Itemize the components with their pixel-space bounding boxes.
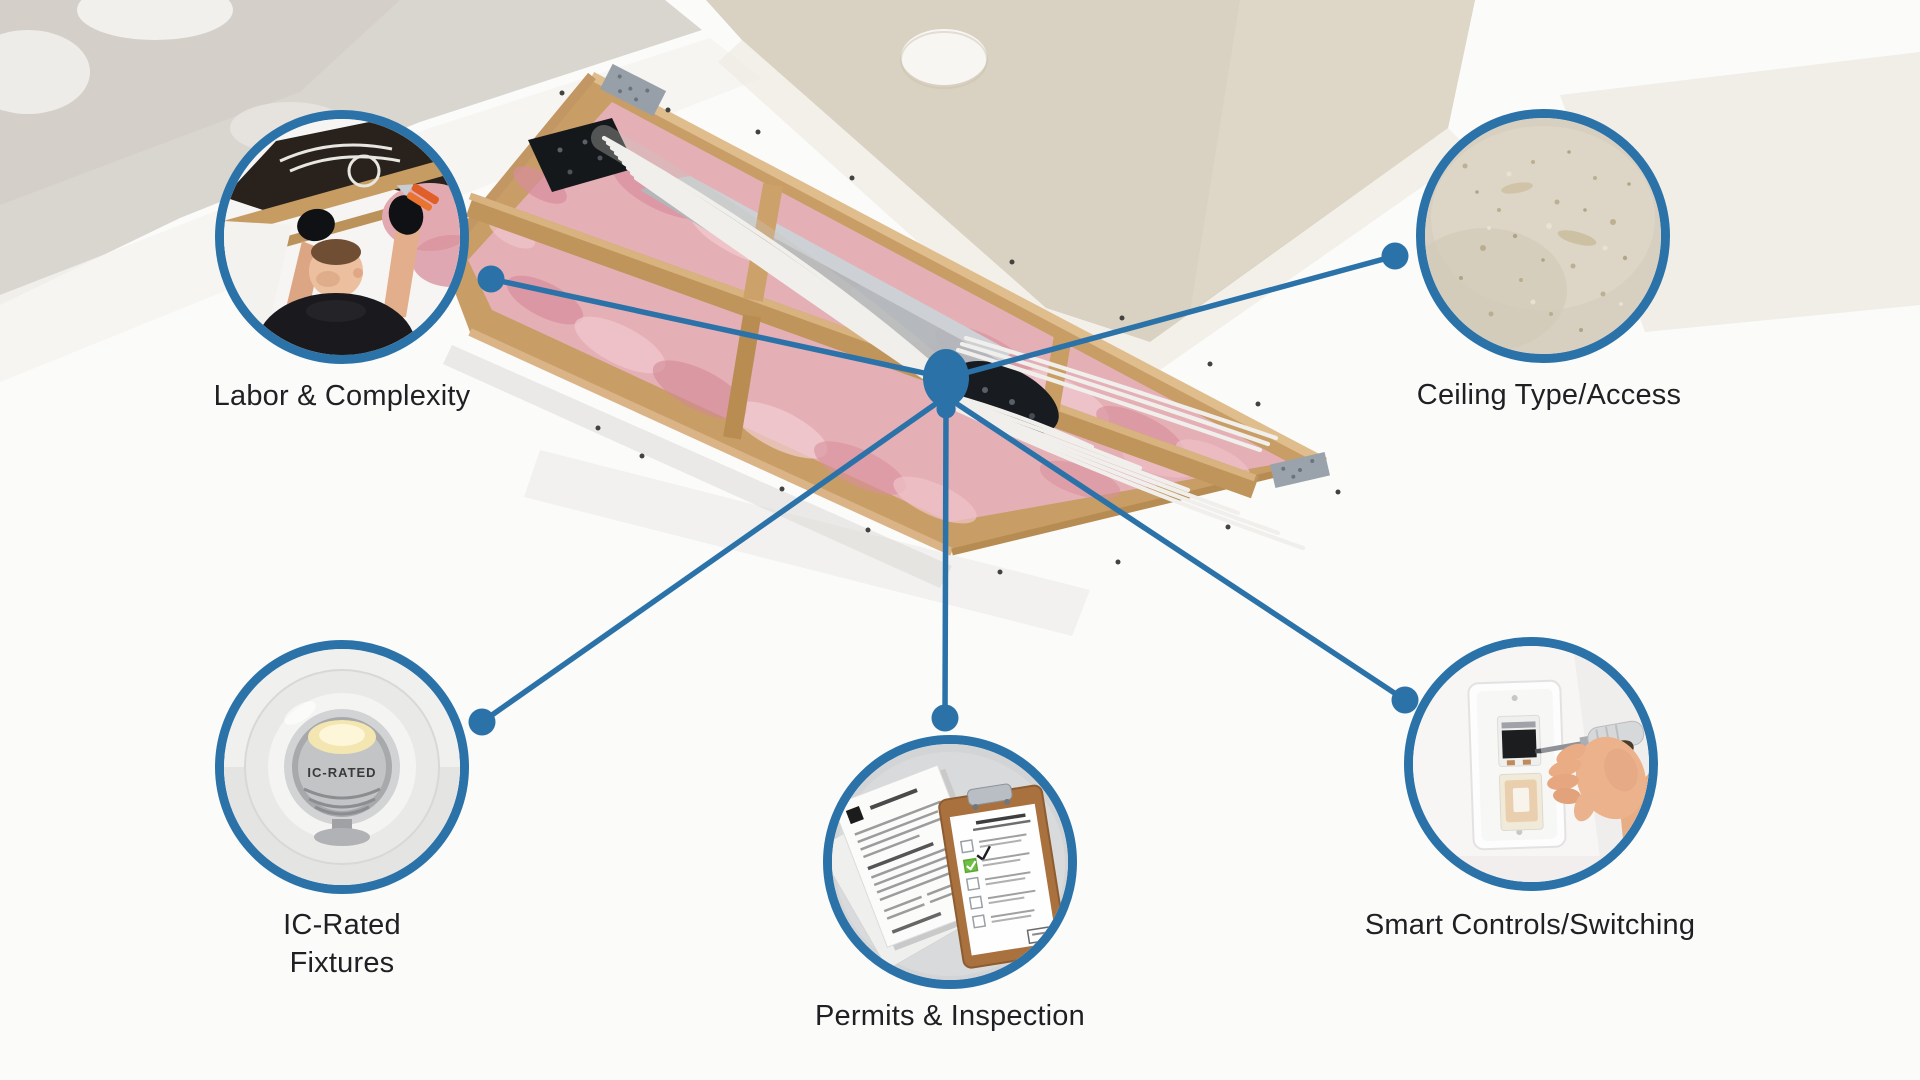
ceiling-endpoint-dot: [1381, 242, 1409, 270]
recessed-can-light-photo: IC-RATED: [224, 649, 460, 885]
wire-junction-cluster: [951, 360, 1059, 436]
smart-photo-circle: [1404, 637, 1658, 891]
permit-documents-clipboard-photo: [832, 744, 1068, 980]
switch-wiring-hand-photo: [1413, 646, 1649, 882]
ceiling-photo-circle: [1416, 109, 1670, 363]
connector-smart-line: [946, 395, 1407, 703]
fixture-printed-label: IC-RATED: [307, 765, 376, 780]
ceiling-hole: [901, 29, 987, 85]
callout-label-ic-line2: Fixtures: [289, 947, 395, 979]
connector-ic-line: [480, 395, 946, 725]
electrician-figure: [256, 183, 440, 355]
junction-box: [528, 118, 636, 192]
ceiling-gap: [224, 121, 460, 217]
switch-wall-plate: [1467, 679, 1567, 851]
hub-lower-dot: [936, 399, 956, 419]
ceiling-opening: [438, 63, 1330, 556]
drywall-recess: [524, 450, 1090, 636]
insulation-texture: [488, 160, 1250, 524]
labor-photo-circle: [215, 110, 469, 364]
drywall-beige-panel: [706, 0, 1920, 370]
permits-photo-circle: [823, 735, 1077, 989]
callout-label-smart: Smart Controls/Switching: [1364, 909, 1696, 941]
callout-label-permits: Permits & Inspection: [815, 1000, 1085, 1032]
ic-endpoint-dot: [468, 708, 496, 736]
connector-ceiling-line: [946, 253, 1396, 381]
connector-permits-line: [942, 407, 949, 719]
switch-module: [1501, 729, 1537, 759]
callout-label-labor: Labor & Complexity: [213, 380, 471, 412]
middle-joist: [465, 192, 1260, 499]
callout-label-ic-line1: IC-Rated: [283, 909, 401, 941]
hub-node: [923, 349, 969, 407]
ic-rated-photo-circle: IC-RATED: [215, 640, 469, 894]
pliers-tool: [396, 183, 440, 211]
inspection-clipboard: [938, 783, 1068, 969]
drywall-screws: [559, 90, 1341, 575]
nail-plate: [599, 63, 667, 117]
electrician-wiring-photo: [224, 119, 460, 355]
permits-endpoint-dot: [931, 704, 959, 732]
labor-endpoint-dot: [477, 265, 505, 293]
callout-label-ceiling: Ceiling Type/Access: [1416, 379, 1682, 411]
insulation: [468, 102, 1288, 522]
textured-drywall-photo: [1425, 118, 1661, 354]
nail-plate: [1270, 452, 1330, 488]
wires: [591, 125, 1306, 551]
cross-blocking: [723, 183, 1072, 440]
duct-strip: [640, 176, 1012, 380]
pen-checkmark: [976, 845, 991, 862]
smart-endpoint-dot: [1391, 686, 1419, 714]
connector-labor-line: [490, 276, 948, 381]
callout-label-ic-rated: IC-Rated Fixtures: [82, 906, 602, 982]
checklist: [959, 833, 1036, 929]
texture-speckles: [1462, 160, 1616, 317]
